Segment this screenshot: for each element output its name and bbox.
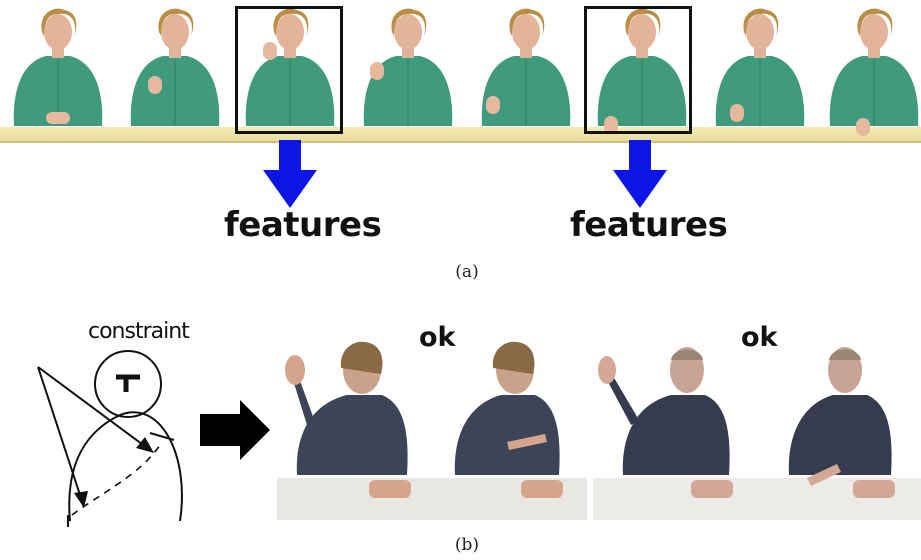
video-frame — [829, 8, 919, 126]
video-frame — [597, 8, 687, 126]
signing-hand — [856, 118, 870, 136]
signer-figure — [454, 341, 563, 498]
down-arrow-icon — [263, 140, 317, 208]
signing-hand — [604, 116, 618, 134]
right-arrow-icon — [200, 400, 270, 460]
signing-hand — [486, 96, 500, 114]
ok-label: ok — [419, 322, 456, 353]
signing-hand — [148, 76, 162, 94]
caption-a: (a) — [455, 262, 479, 282]
signing-hand — [730, 104, 744, 122]
constraint-label: constraint — [88, 319, 190, 344]
signer-figure — [285, 341, 411, 498]
signer-figure — [598, 347, 733, 498]
caption-b: (b) — [454, 535, 480, 555]
video-frame — [715, 8, 805, 126]
signer-figure — [788, 347, 895, 498]
video-frame — [130, 8, 220, 126]
signing-hand — [46, 112, 70, 124]
features-label: features — [224, 205, 382, 245]
ok-label: ok — [741, 322, 778, 353]
selected-frame-box — [235, 6, 343, 134]
selected-frame-box — [584, 6, 692, 134]
frame-sequence — [0, 0, 921, 150]
signing-hand — [370, 62, 384, 80]
features-label: features — [570, 205, 728, 245]
video-frame — [481, 8, 571, 126]
video-frame — [13, 8, 103, 126]
signing-avatar-pair-left — [277, 341, 587, 520]
signing-avatar-pair-right — [593, 347, 921, 520]
down-arrow-icon — [613, 140, 667, 208]
video-frame — [245, 8, 335, 126]
constraint-sketch — [37, 350, 183, 527]
signing-hand — [263, 42, 277, 60]
video-frame — [363, 8, 453, 126]
